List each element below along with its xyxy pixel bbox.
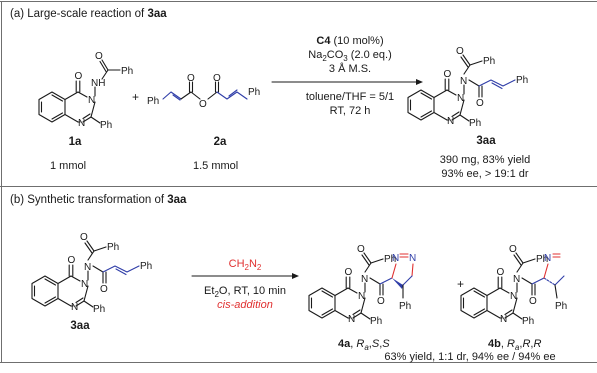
n-atom: N [510,291,517,302]
ph-group: Ph [399,301,411,312]
n-atom: N [78,118,85,129]
o-atom: O [345,267,353,278]
n-atom: N [88,95,95,106]
product-3aa-label: 3aa [476,135,496,147]
o-atom: O [75,71,83,82]
reactant-1a-label: 1a [68,136,82,148]
n-atom: N [513,274,520,285]
o-atom: O [213,73,221,84]
o-atom: O [529,296,537,307]
ph-group: Ph [100,120,112,131]
frame-bottom-border [0,362,597,363]
o-atom: O [509,244,517,255]
frame-top-border [0,1,597,2]
n-atom: N [348,314,355,325]
o-atom: O [95,51,103,62]
reactant-1a-amount: 1 mmol [50,160,87,172]
n-atom: N [447,116,454,127]
frame-left-border [1,1,2,362]
conditions-line: Et2O, RT, 10 min [204,285,286,300]
panel-b-heading: (b) Synthetic transformation of 3aa [10,194,187,206]
ph-group: Ph [536,254,548,265]
o-atom: O [187,73,195,84]
result-mass-yield: 390 mg, 83% yield [439,154,531,166]
plus-sign-b: + [457,277,465,291]
o-atom: O [444,69,452,80]
temp-time-line: RT, 72 h [329,105,371,117]
base-line: Na2CO3 (2.0 eq.) [308,49,392,64]
ph-group: Ph [469,118,481,129]
o-atom: O [456,46,464,57]
ph-group: Ph [483,56,495,67]
ph-group: Ph [248,87,260,98]
o-atom: O [476,98,484,109]
ph-group: Ph [121,66,133,77]
cis-addition-note: cis-addition [217,299,273,311]
result-selectivity: 93% ee, > 19:1 dr [441,168,529,180]
solvent-line: toluene/THF = 5/1 [305,91,395,103]
o-atom: O [199,99,207,110]
ph-group: Ph [522,316,534,327]
product-summary: 63% yield, 1:1 dr, 94% ee / 94% ee [384,351,556,363]
plus-sign-a: + [132,90,140,104]
catalyst-line: C4 (10 mol%) [316,35,384,47]
n-atom: N [81,279,88,290]
reactant-2a-label: 2a [213,136,227,148]
additive-line: 3 Å M.S. [328,63,372,75]
reactant-2a-amount: 1.5 mmol [193,160,239,172]
reagent-line: CH2N2 [228,258,262,273]
start-3aa-label: 3aa [70,320,90,332]
n-atom: N [358,291,365,302]
n-atom: N [71,302,78,313]
nh-group: NH [91,78,105,89]
n-atom: N [361,274,368,285]
ph-group: Ph [140,261,152,272]
ph-group: Ph [516,75,528,86]
product-4b-label: 4b, Ra,R,R [488,338,542,353]
o-atom: O [100,284,108,295]
panel-a-heading: (a) Large-scale reaction of 3aa [10,8,167,20]
ph-group: Ph [107,242,119,253]
ph-group: Ph [370,316,382,327]
o-atom: O [497,267,505,278]
o-atom: O [68,255,76,266]
o-atom: O [377,296,385,307]
ph-group: Ph [147,96,159,107]
panel-divider [0,186,597,187]
n-atom: N [460,76,467,87]
n-atom: N [500,314,507,325]
n-atom: N [409,253,416,264]
ph-group: Ph [555,301,567,312]
n-atom: N [84,262,91,273]
n-atom: N [544,253,551,264]
ph-group: Ph [384,254,396,265]
n-atom: N [392,253,399,264]
product-4a-label: 4a, Ra,S,S [338,338,390,353]
ph-group: Ph [93,304,105,315]
n-atom: N [457,93,464,104]
o-atom: O [357,244,365,255]
o-atom: O [80,232,88,243]
